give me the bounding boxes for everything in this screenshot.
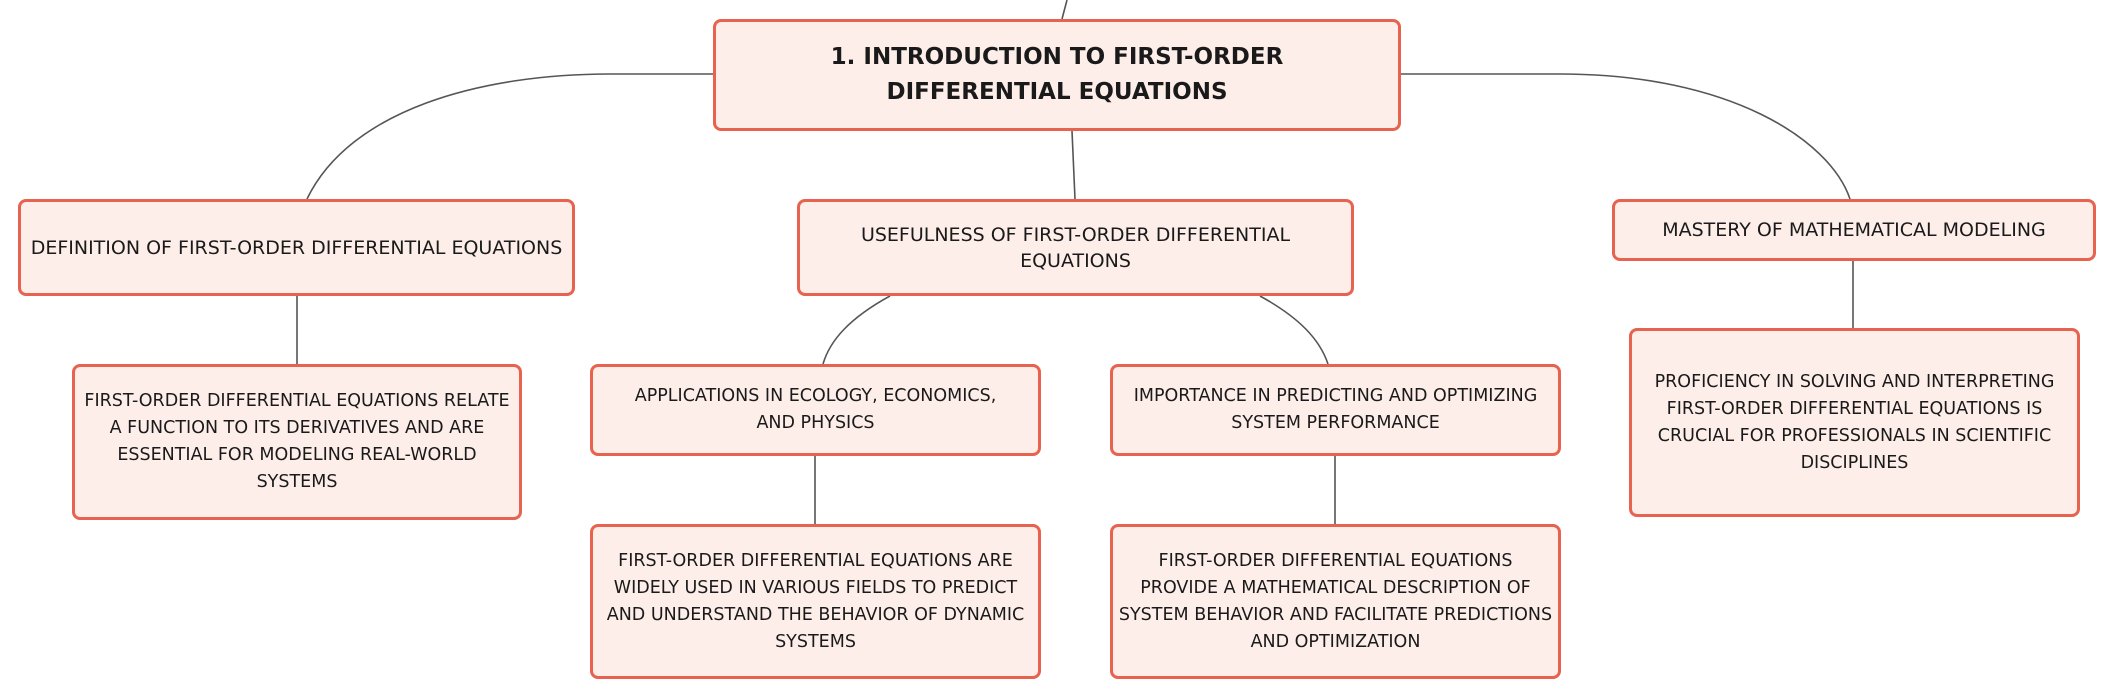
- connector-usefulness-to-importance: [1259, 295, 1329, 365]
- applications-label: APPLICATIONS IN ECOLOGY, ECONOMICS, AND …: [634, 386, 997, 433]
- connector-root-to-definition: [306, 73, 713, 200]
- mastery-detail-label: PROFICIENCY IN SOLVING AND INTERPRETING …: [1654, 371, 2055, 473]
- importance-detail-label: FIRST-ORDER DIFFERENTIAL EQUATIONS PROVI…: [1118, 550, 1553, 652]
- connector-root-to-mastery: [1401, 73, 1851, 200]
- connector-root-to-usefulness: [1071, 130, 1076, 200]
- importance-detail-node[interactable]: FIRST-ORDER DIFFERENTIAL EQUATIONS PROVI…: [1110, 524, 1561, 679]
- usefulness-label: USEFULNESS OF FIRST-ORDER DIFFERENTIAL E…: [860, 223, 1291, 272]
- root-topic-node[interactable]: 1. INTRODUCTION TO FIRST-ORDER DIFFERENT…: [713, 19, 1401, 131]
- definition-detail-label: FIRST-ORDER DIFFERENTIAL EQUATIONS RELAT…: [84, 391, 510, 492]
- importance-node[interactable]: IMPORTANCE IN PREDICTING AND OPTIMIZING …: [1110, 364, 1561, 456]
- connector-usefulness-to-applications: [822, 295, 891, 365]
- definition-node[interactable]: DEFINITION OF FIRST-ORDER DIFFERENTIAL E…: [18, 199, 575, 296]
- applications-node[interactable]: APPLICATIONS IN ECOLOGY, ECONOMICS, AND …: [590, 364, 1041, 456]
- usefulness-node[interactable]: USEFULNESS OF FIRST-ORDER DIFFERENTIAL E…: [797, 199, 1354, 296]
- applications-detail-label: FIRST-ORDER DIFFERENTIAL EQUATIONS ARE W…: [606, 550, 1025, 652]
- mastery-label: MASTERY OF MATHEMATICAL MODELING: [1662, 219, 2046, 241]
- importance-label: IMPORTANCE IN PREDICTING AND OPTIMIZING …: [1133, 386, 1538, 433]
- mastery-node[interactable]: MASTERY OF MATHEMATICAL MODELING: [1612, 199, 2096, 261]
- connector-parent-offscreen: [1061, 0, 1068, 20]
- definition-label: DEFINITION OF FIRST-ORDER DIFFERENTIAL E…: [30, 236, 563, 259]
- definition-detail-node[interactable]: FIRST-ORDER DIFFERENTIAL EQUATIONS RELAT…: [72, 364, 522, 520]
- mastery-detail-node[interactable]: PROFICIENCY IN SOLVING AND INTERPRETING …: [1629, 328, 2080, 517]
- root-topic-label: 1. INTRODUCTION TO FIRST-ORDER DIFFERENT…: [830, 44, 1284, 105]
- applications-detail-node[interactable]: FIRST-ORDER DIFFERENTIAL EQUATIONS ARE W…: [590, 524, 1041, 679]
